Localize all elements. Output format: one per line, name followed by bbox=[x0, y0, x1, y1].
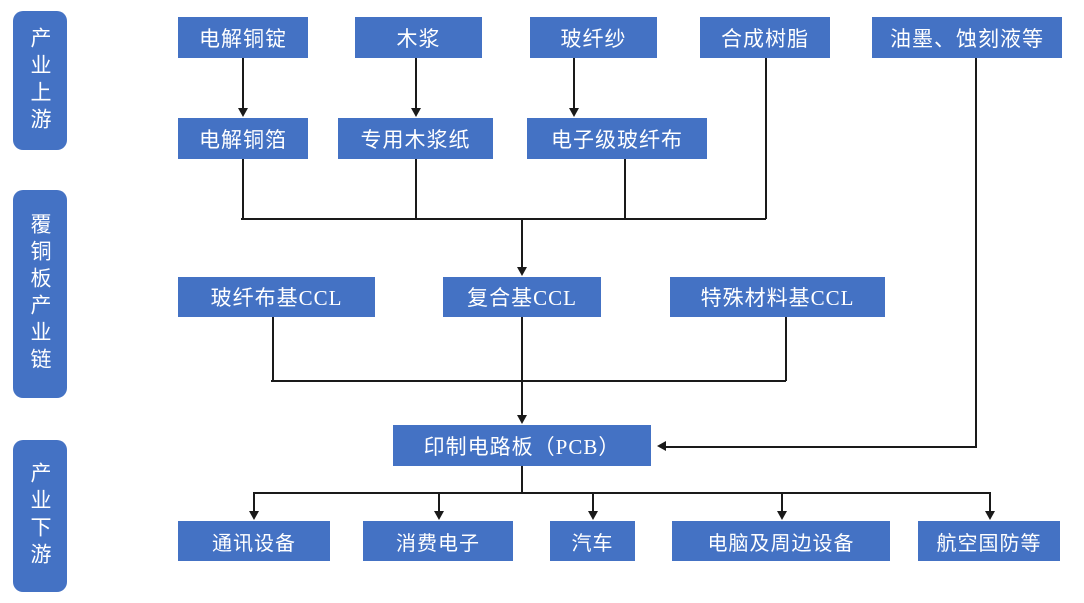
arrowhead-communication-equipment bbox=[248, 511, 259, 520]
node-composite-ccl[interactable]: 复合基CCL bbox=[443, 277, 601, 317]
connector-glass-yarn-to-cloth bbox=[573, 58, 575, 109]
node-glass-cloth-ccl[interactable]: 玻纤布基CCL bbox=[178, 277, 375, 317]
connector-merge-to-pcb bbox=[521, 380, 523, 416]
connector-copper-ingot-to-foil bbox=[242, 58, 244, 109]
connector-composite-ccl-drop bbox=[521, 317, 523, 381]
arrowhead-consumer-electronics bbox=[433, 511, 444, 520]
node-automobile-label: 汽车 bbox=[571, 532, 614, 555]
fanout-bar-applications bbox=[253, 492, 990, 494]
stage-label-ccl-chain-text: 覆铜板产业链 bbox=[28, 213, 53, 375]
node-pcb-label: 印制电路板（PCB） bbox=[423, 434, 621, 459]
node-ink-etchant-label: 油墨、蚀刻液等 bbox=[890, 26, 1044, 51]
connector-pulp-paper-drop bbox=[415, 159, 417, 219]
node-electrolytic-copper-ingot[interactable]: 电解铜锭 bbox=[178, 17, 308, 58]
node-computer-peripherals[interactable]: 电脑及周边设备 bbox=[672, 521, 890, 561]
arrowhead-aerospace-defense bbox=[984, 511, 995, 520]
node-special-material-ccl-label: 特殊材料基CCL bbox=[700, 286, 855, 310]
merge-bar-to-composite-ccl bbox=[241, 218, 766, 220]
node-glass-cloth-ccl-label: 玻纤布基CCL bbox=[210, 286, 343, 310]
node-pcb[interactable]: 印制电路板（PCB） bbox=[393, 425, 651, 466]
arrowhead-wood-pulp-to-paper bbox=[410, 108, 421, 117]
arrowhead-merge-to-pcb bbox=[516, 415, 527, 424]
node-consumer-electronics[interactable]: 消费电子 bbox=[363, 521, 513, 561]
connector-copper-foil-drop bbox=[242, 159, 244, 219]
connector-fanout-automobile bbox=[592, 492, 594, 513]
node-glass-fiber-yarn-label: 玻纤纱 bbox=[560, 26, 627, 51]
node-ink-etchant[interactable]: 油墨、蚀刻液等 bbox=[872, 17, 1062, 58]
connector-fanout-computer-peripherals bbox=[781, 492, 783, 513]
connector-wood-pulp-to-paper bbox=[415, 58, 417, 109]
stage-label-upstream: 产业上游 bbox=[13, 11, 67, 150]
node-communication-equipment-label: 通讯设备 bbox=[212, 532, 296, 555]
arrowhead-computer-peripherals bbox=[776, 511, 787, 520]
connector-ink-etchant-drop bbox=[975, 58, 977, 448]
connector-merge-to-composite-ccl bbox=[521, 218, 523, 268]
node-special-material-ccl[interactable]: 特殊材料基CCL bbox=[670, 277, 885, 317]
node-aerospace-defense[interactable]: 航空国防等 bbox=[918, 521, 1060, 561]
connector-synthetic-resin-drop bbox=[765, 58, 767, 219]
stage-label-downstream: 产业下游 bbox=[13, 440, 67, 592]
node-glass-fiber-yarn[interactable]: 玻纤纱 bbox=[530, 17, 657, 58]
connector-glass-cloth-drop bbox=[624, 159, 626, 219]
node-special-wood-pulp-paper-label: 专用木浆纸 bbox=[360, 127, 471, 152]
node-electrolytic-copper-ingot-label: 电解铜锭 bbox=[199, 26, 287, 51]
arrowhead-merge-to-composite-ccl bbox=[516, 267, 527, 276]
connector-fanout-consumer-electronics bbox=[438, 492, 440, 513]
connector-glass-cloth-ccl-drop bbox=[272, 317, 274, 381]
node-communication-equipment[interactable]: 通讯设备 bbox=[178, 521, 330, 561]
stage-label-downstream-text: 产业下游 bbox=[28, 462, 53, 570]
node-electrolytic-copper-foil-label: 电解铜箔 bbox=[199, 127, 287, 152]
node-special-wood-pulp-paper[interactable]: 专用木浆纸 bbox=[338, 118, 493, 159]
node-wood-pulp[interactable]: 木浆 bbox=[355, 17, 482, 58]
node-automobile[interactable]: 汽车 bbox=[550, 521, 635, 561]
connector-pcb-drop bbox=[521, 466, 523, 493]
node-consumer-electronics-label: 消费电子 bbox=[396, 532, 480, 555]
connector-fanout-communication-equipment bbox=[253, 492, 255, 513]
stage-label-upstream-text: 产业上游 bbox=[28, 26, 53, 135]
node-electrolytic-copper-foil[interactable]: 电解铜箔 bbox=[178, 118, 308, 159]
node-synthetic-resin-label: 合成树脂 bbox=[721, 26, 809, 51]
node-electronic-glass-cloth-label: 电子级玻纤布 bbox=[551, 127, 683, 152]
merge-bar-to-pcb bbox=[271, 380, 786, 382]
node-computer-peripherals-label: 电脑及周边设备 bbox=[707, 532, 855, 555]
arrowhead-ink-etchant-to-pcb bbox=[657, 441, 666, 451]
node-electronic-glass-cloth[interactable]: 电子级玻纤布 bbox=[527, 118, 707, 159]
node-aerospace-defense-label: 航空国防等 bbox=[936, 532, 1042, 555]
connector-ink-etchant-to-pcb bbox=[665, 446, 976, 448]
arrowhead-glass-yarn-to-cloth bbox=[568, 108, 579, 117]
stage-label-ccl-chain: 覆铜板产业链 bbox=[13, 190, 67, 398]
node-wood-pulp-label: 木浆 bbox=[396, 26, 441, 51]
connector-fanout-aerospace-defense bbox=[989, 492, 991, 513]
arrowhead-automobile bbox=[587, 511, 598, 520]
connector-special-material-ccl-drop bbox=[785, 317, 787, 381]
arrowhead-copper-ingot-to-foil bbox=[237, 108, 248, 117]
node-synthetic-resin[interactable]: 合成树脂 bbox=[700, 17, 830, 58]
node-composite-ccl-label: 复合基CCL bbox=[467, 286, 577, 310]
